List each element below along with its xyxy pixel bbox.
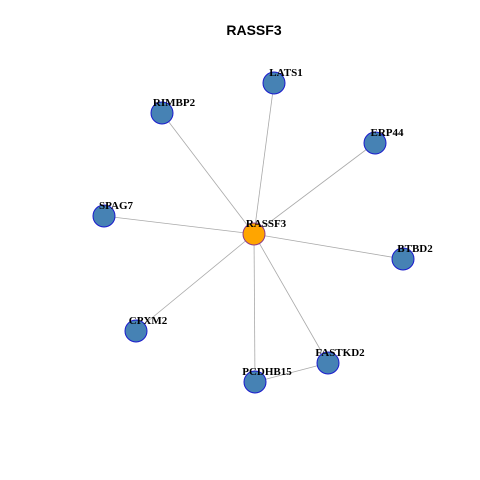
node-circle-fastkd2: [316, 351, 340, 375]
node-btbd2: BTBD2: [391, 243, 433, 271]
edge-rassf3-btbd2: [253, 233, 404, 260]
edge-rassf3-rimbp2: [161, 112, 255, 235]
node-label-erp44: ERP44: [371, 127, 405, 139]
edge-rassf3-erp44: [253, 142, 376, 235]
node-circle-btbd2: [391, 247, 415, 271]
node-circle-pcdhb15: [243, 370, 267, 394]
node-spag7: SPAG7: [92, 200, 134, 228]
node-label-lats1: LATS1: [269, 67, 302, 79]
node-circle-lats1: [262, 71, 286, 95]
node-circle-cpxm2: [124, 319, 148, 343]
edges-layer: [103, 82, 404, 383]
node-label-cpxm2: CPXM2: [129, 315, 168, 327]
node-circle-erp44: [363, 131, 387, 155]
edge-rassf3-fastkd2: [253, 233, 329, 364]
edge-fastkd2-pcdhb15: [254, 362, 329, 383]
node-cpxm2: CPXM2: [124, 315, 168, 343]
node-label-fastkd2: FASTKD2: [315, 347, 365, 359]
edge-rassf3-pcdhb15: [253, 233, 256, 383]
edge-rassf3-cpxm2: [135, 233, 255, 332]
node-label-pcdhb15: PCDHB15: [242, 366, 292, 378]
node-rassf3: RASSF3: [242, 218, 287, 246]
node-rimbp2: RIMBP2: [150, 97, 196, 125]
node-circle-spag7: [92, 204, 116, 228]
node-pcdhb15: PCDHB15: [242, 366, 292, 394]
node-label-spag7: SPAG7: [99, 200, 134, 212]
edge-rassf3-lats1: [253, 82, 275, 235]
node-label-rassf3: RASSF3: [246, 218, 287, 230]
node-label-btbd2: BTBD2: [397, 243, 433, 255]
node-fastkd2: FASTKD2: [315, 347, 365, 375]
edge-rassf3-spag7: [103, 215, 255, 235]
diagram-title: RASSF3: [226, 22, 281, 38]
nodes-layer: RASSF3 LATS1RIMBP2ERP44SPAG7BTBD2CPXM2FAS…: [92, 67, 433, 394]
node-label-rimbp2: RIMBP2: [153, 97, 196, 109]
node-circle-rassf3: [242, 222, 266, 246]
node-erp44: ERP44: [363, 127, 405, 155]
node-circle-rimbp2: [150, 101, 174, 125]
node-lats1: LATS1: [262, 67, 303, 95]
